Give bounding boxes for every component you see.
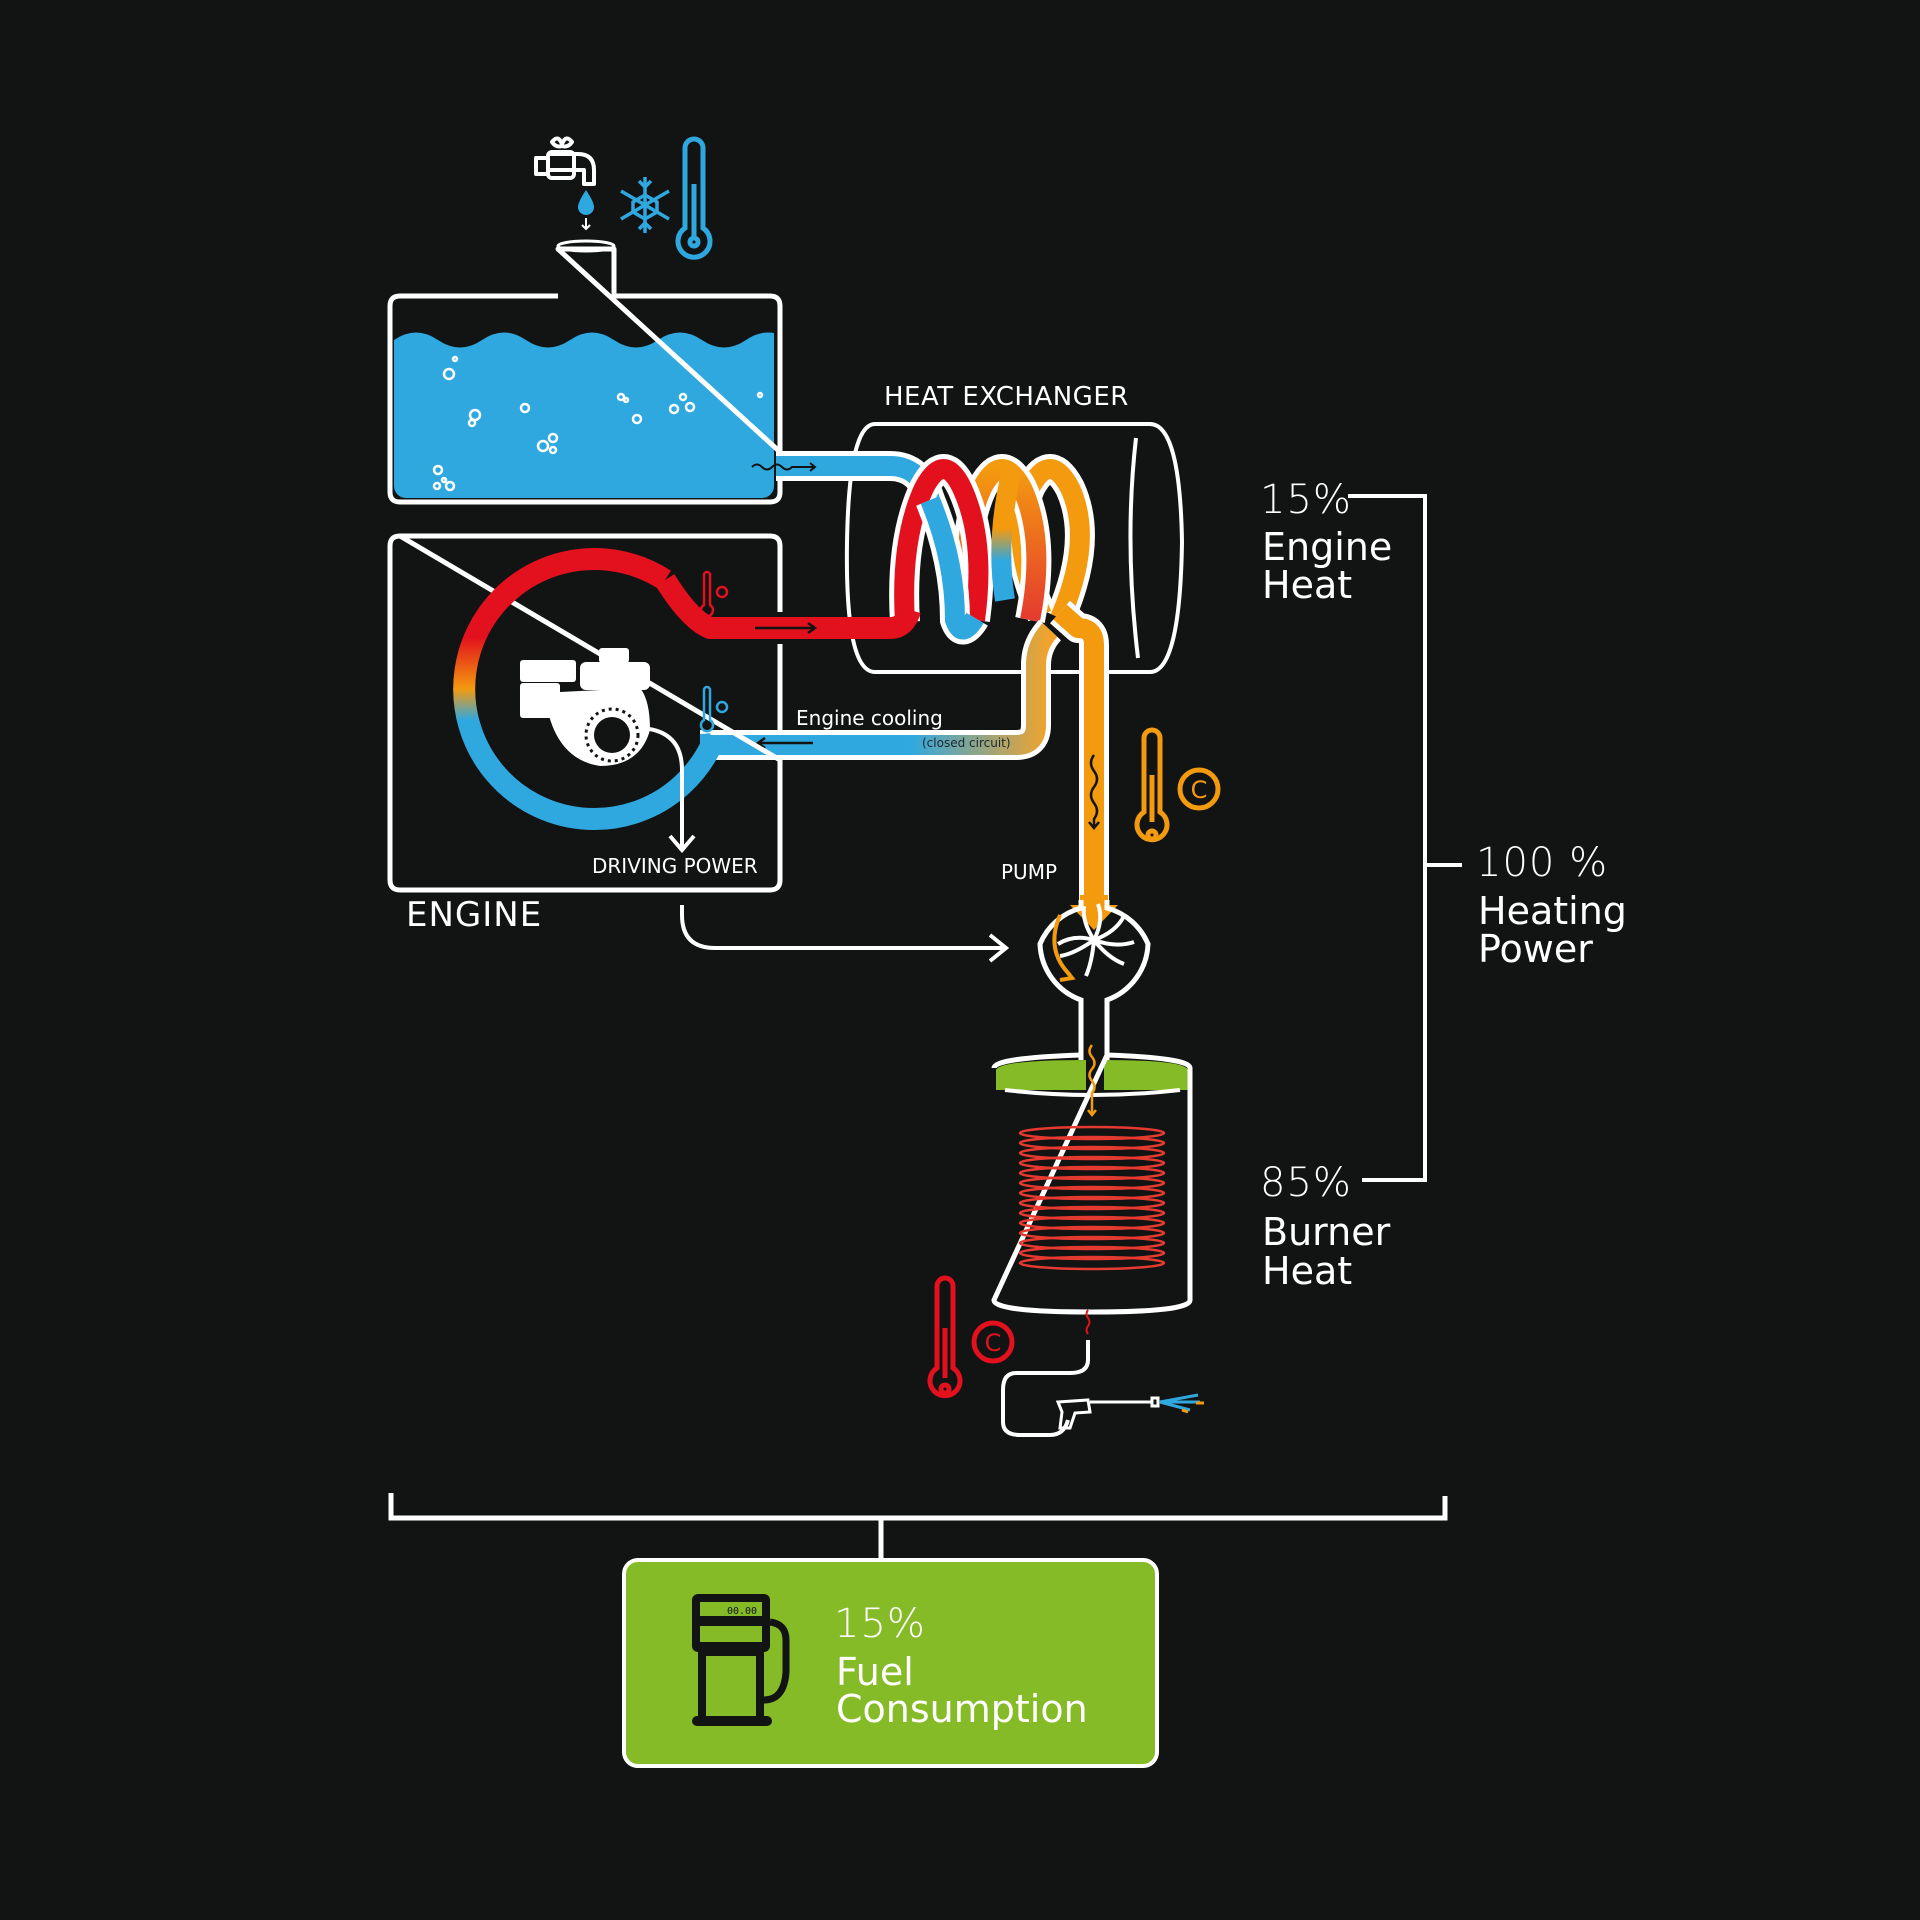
heating-power-label-1: Heating (1478, 889, 1627, 933)
heating-power-bracket (1348, 494, 1462, 1182)
thermometer-cool-icon (699, 685, 729, 733)
coil-winding (1018, 1165, 1166, 1181)
water-spray-icon (1159, 1393, 1200, 1412)
hot-engine-pipe (655, 574, 921, 639)
engine-heat-label-1: Engine (1262, 525, 1393, 569)
fuel-pump-icon (692, 1594, 790, 1726)
burner-heat-label-1: Burner (1262, 1210, 1391, 1254)
coil-winding (1018, 1205, 1166, 1221)
closed-circuit-label: (closed circuit) (922, 736, 1011, 750)
coil-winding (1018, 1175, 1166, 1191)
pump-label: PUMP (1001, 860, 1058, 884)
exchanger-end-cap (1128, 437, 1140, 659)
coil-winding (1018, 1145, 1166, 1161)
thermometer-cold-icon (675, 136, 713, 260)
fuel-consumption-label-1: Fuel (836, 1650, 914, 1694)
spray-gun-icon (1055, 1396, 1160, 1430)
pump-impeller-icon (1056, 903, 1135, 977)
thermometer-hot-output-icon (927, 1275, 1015, 1399)
engine-box (387, 533, 783, 893)
flow-wave-icon (751, 462, 817, 472)
fuel-pump-display: 00.00 (727, 1606, 757, 1617)
engine-label: ENGINE (406, 895, 543, 935)
coil-winding (1018, 1245, 1166, 1261)
pump (1037, 900, 1151, 1060)
coil-winding (1018, 1125, 1166, 1141)
flow-arrow-icon (755, 736, 813, 750)
snowflake-icon (620, 177, 670, 233)
coil-winding (1018, 1255, 1166, 1271)
heating-power-value: 100 % (1476, 840, 1609, 886)
burner-coil-icon (1018, 1125, 1166, 1271)
tank-outline (387, 246, 783, 505)
outlet-wave-icon (1085, 1309, 1091, 1335)
engine-icon (520, 648, 650, 766)
thermometer-warm-icon (1134, 727, 1221, 843)
coil-winding (1018, 1185, 1166, 1201)
exchanger-body (844, 422, 1185, 674)
burner-top-green (996, 1060, 1188, 1090)
driving-power-label: DRIVING POWER (592, 854, 758, 878)
coil-winding (1018, 1195, 1166, 1211)
heat-exchanger (844, 422, 1185, 674)
tank-inlet (556, 239, 616, 253)
thermometer-hot-icon (699, 570, 729, 618)
heat-wave-icon (1087, 1044, 1097, 1118)
water-tank (387, 239, 783, 505)
fuel-consumption-value: 15% (834, 1601, 926, 1647)
power-to-pump-arrow (680, 905, 1010, 963)
coil-winding (1018, 1135, 1166, 1151)
coil-winding (1018, 1155, 1166, 1171)
bubbles (432, 355, 764, 492)
fuel-bracket (388, 1493, 1448, 1560)
coil-winding (1018, 1215, 1166, 1231)
burner-heat-label-2: Heat (1262, 1249, 1353, 1293)
coil-winding (1018, 1225, 1166, 1241)
flow-arrow-icon (755, 621, 818, 635)
heating-power-label-2: Power (1478, 927, 1593, 971)
engine-cooling-loop (453, 548, 722, 830)
coil-winding (1018, 1235, 1166, 1251)
celsius-label: C (985, 1329, 1002, 1357)
engine-heat-value: 15% (1260, 477, 1352, 523)
celsius-label: C (1191, 776, 1208, 804)
water-drop-icon (578, 190, 594, 215)
heat-exchanger-label: HEAT EXCHANGER (884, 382, 1129, 412)
fuel-consumption-label-2: Consumption (836, 1687, 1088, 1731)
drop-arrow-icon (581, 218, 591, 231)
heat-wave-icon (1088, 754, 1100, 830)
water-fill (394, 332, 774, 498)
coil-mid-segment (991, 467, 1022, 602)
water-tap-icon (534, 136, 596, 186)
hose (1001, 1340, 1090, 1437)
pump-inflow-arrow (1070, 895, 1118, 930)
burner-body (991, 1052, 1193, 1315)
engine-cooling-label: Engine cooling (796, 706, 943, 730)
burner-heat-value: 85% (1260, 1160, 1352, 1206)
burner (991, 1044, 1204, 1437)
rotation-arrow-icon (1052, 914, 1076, 982)
driving-power-arrow (639, 726, 696, 854)
engine-heat-label-2: Heat (1262, 563, 1353, 607)
